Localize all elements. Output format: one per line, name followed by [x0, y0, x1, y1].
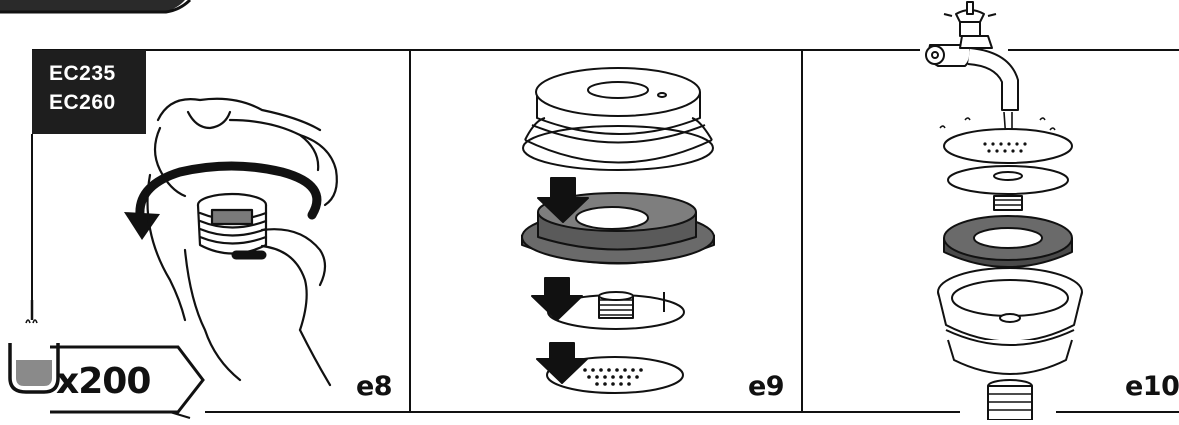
model-label-2: EC260	[49, 88, 146, 117]
step-label-e8: e8	[356, 371, 392, 402]
frequency-label: x200	[56, 361, 150, 402]
tap-rinse-icon	[926, 2, 1082, 420]
step-label-e10: e10	[1125, 371, 1179, 402]
filter-stack-icon	[522, 68, 714, 393]
step-label-e9: e9	[748, 371, 784, 402]
header-tab	[0, 0, 190, 12]
model-label-1: EC235	[49, 59, 146, 88]
hand-rotate-icon	[124, 99, 337, 385]
model-badge: EC235 EC260	[32, 50, 146, 134]
